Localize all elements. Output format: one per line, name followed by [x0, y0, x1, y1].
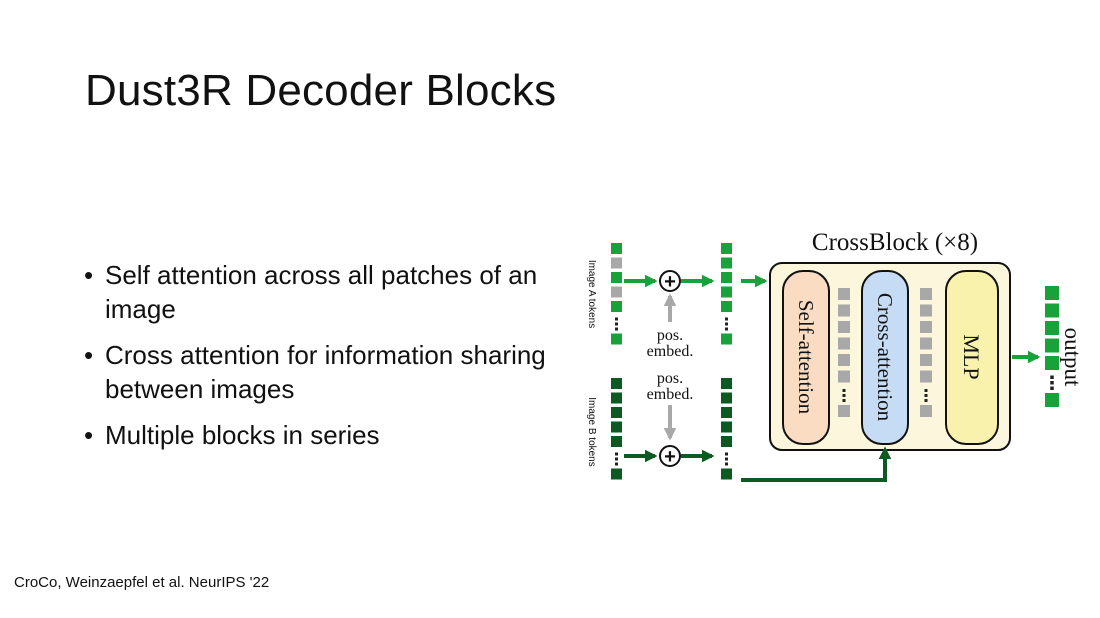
ellipsis-dot — [842, 394, 846, 397]
ellipsis-dot — [725, 462, 728, 466]
token-square — [611, 407, 622, 418]
token-square — [721, 301, 732, 312]
ellipsis-dot — [1050, 381, 1054, 385]
token-square — [920, 304, 932, 317]
ellipsis-dot — [842, 399, 846, 402]
token-square — [721, 378, 732, 389]
crossblock-title: CrossBlock (×8) — [812, 229, 978, 256]
ellipsis-dot — [725, 457, 728, 461]
plus-circle-b — [659, 445, 681, 467]
bullet-item-self-attention: Self attention across all patches of an … — [84, 258, 554, 326]
gray-tokens-after-self-attention — [838, 288, 850, 417]
slide-title: Dust3R Decoder Blocks — [85, 66, 557, 115]
ellipsis-dot — [615, 327, 618, 331]
cross-attention-block — [861, 270, 909, 445]
token-square — [838, 354, 850, 366]
pos-embed-b-line1: pos. — [657, 370, 683, 387]
token-square — [1045, 321, 1059, 335]
bullet-list: Self attention across all patches of an … — [84, 258, 554, 464]
ellipsis-dot — [924, 389, 928, 392]
pos-embed-a-line1: pos. — [657, 327, 683, 344]
ellipsis-dot — [615, 457, 618, 461]
ellipsis-dot — [1050, 375, 1054, 379]
token-square — [721, 257, 732, 269]
output-tokens — [1045, 286, 1059, 407]
output-label: output — [1060, 328, 1085, 387]
token-square — [721, 333, 732, 345]
ellipsis-dot — [924, 394, 928, 397]
token-square — [838, 337, 850, 350]
self-attention-label: Self-attention — [794, 300, 818, 415]
mlp-block — [945, 270, 999, 445]
token-square — [920, 337, 932, 350]
token-square — [838, 304, 850, 317]
ellipsis-dot — [615, 462, 618, 466]
token-square — [611, 392, 622, 404]
ellipsis-dot — [615, 317, 618, 321]
plus-sign-a: + — [664, 271, 676, 293]
ellipsis-dot — [725, 452, 728, 456]
gray-tokens-after-cross-attention — [920, 288, 932, 417]
token-square — [838, 288, 850, 300]
token-square — [611, 333, 622, 345]
ellipsis-dot — [615, 322, 618, 326]
ellipsis-dot — [924, 399, 928, 402]
token-square — [611, 243, 622, 254]
token-square — [611, 301, 622, 312]
token-square — [1045, 356, 1059, 370]
token-square — [611, 421, 622, 433]
token-square — [920, 370, 932, 383]
ellipsis-dot — [1050, 386, 1054, 390]
ellipsis-dot — [725, 317, 728, 321]
ellipsis-dot — [842, 389, 846, 392]
plus-circle-a — [659, 270, 681, 292]
mlp-label: MLP — [959, 334, 984, 379]
token-square — [611, 468, 622, 480]
citation: CroCo, Weinzaepfel et al. NeurIPS '22 — [14, 574, 270, 591]
bullet-item-cross-attention: Cross attention for information sharing … — [84, 338, 554, 406]
token-square — [721, 243, 732, 254]
token-square — [1045, 286, 1059, 300]
ellipsis-dot — [615, 452, 618, 456]
token-square — [721, 392, 732, 404]
image-b-input-tokens — [611, 378, 622, 480]
image-a-tokens-label: Image A tokens — [586, 260, 597, 328]
image-b-tokens-label: Image B tokens — [586, 397, 597, 466]
token-square — [721, 468, 732, 480]
arrow-b-tokens-to-cross-attention — [741, 446, 892, 482]
token-square — [611, 272, 622, 283]
token-square — [920, 405, 932, 417]
token-square — [721, 436, 732, 447]
token-square — [920, 354, 932, 366]
cross-attention-label: Cross-attention — [873, 293, 897, 422]
self-attention-block — [782, 270, 830, 445]
pos-embed-a-line2: embed. — [647, 343, 694, 360]
ellipsis-dot — [725, 322, 728, 326]
image-b-embedded-tokens — [721, 378, 732, 480]
image-a-input-tokens — [611, 243, 622, 345]
token-square — [721, 286, 732, 298]
token-square — [1045, 303, 1059, 318]
token-square — [838, 321, 850, 333]
token-square — [611, 436, 622, 447]
token-square — [1045, 338, 1059, 353]
image-a-embedded-tokens — [721, 243, 732, 345]
token-square — [611, 257, 622, 269]
token-square — [920, 288, 932, 300]
plus-sign-b: + — [664, 446, 676, 468]
token-square — [838, 370, 850, 383]
token-square — [721, 407, 732, 418]
token-square — [611, 286, 622, 298]
bullet-item-multiple-blocks: Multiple blocks in series — [84, 418, 554, 452]
token-square — [721, 272, 732, 283]
ellipsis-dot — [725, 327, 728, 331]
token-square — [721, 421, 732, 433]
token-square — [611, 378, 622, 389]
pos-embed-b-line2: embed. — [647, 386, 694, 403]
token-square — [920, 321, 932, 333]
token-square — [1045, 393, 1059, 407]
token-square — [838, 405, 850, 417]
